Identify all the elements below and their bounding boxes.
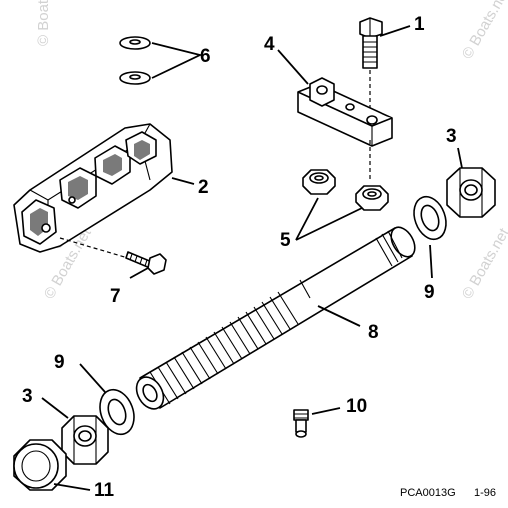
- callout-11: 11: [94, 480, 115, 501]
- callout-labels: 1 2 3 3 4 5 6 7 8 9 9 10 11: [22, 14, 457, 501]
- washer-6-top: [119, 36, 151, 50]
- nut-5-left: [302, 169, 336, 195]
- callout-1: 1: [414, 14, 425, 35]
- fitting-10: [293, 409, 309, 438]
- watermark-mid-right: © Boats.net: [459, 225, 508, 302]
- rod-threads-far: [375, 230, 403, 267]
- nut-3-right: [446, 167, 496, 218]
- reference-date: 1-96: [474, 487, 496, 499]
- callout-7: 7: [110, 286, 121, 307]
- callout-4: 4: [264, 34, 275, 55]
- callout-10: 10: [346, 396, 367, 417]
- callout-5: 5: [280, 230, 291, 251]
- callout-3-right: 3: [446, 126, 457, 147]
- callout-3-left: 3: [22, 386, 33, 407]
- callout-8: 8: [368, 322, 379, 343]
- callout-2: 2: [198, 177, 209, 198]
- reference-code: PCA0013G: [400, 487, 456, 499]
- nut-5-right: [355, 185, 389, 211]
- bracket-4: [297, 77, 393, 180]
- callout-9-left: 9: [54, 352, 65, 373]
- washer-9-left: [99, 388, 135, 436]
- reference-block: PCA0013G 1-96: [400, 487, 496, 499]
- leader-lines: [41, 25, 463, 491]
- callout-6: 6: [200, 46, 211, 67]
- callout-9-right: 9: [424, 282, 435, 303]
- screw-7: [125, 251, 167, 275]
- watermark-top-left: © Boats.net: [35, 0, 52, 46]
- threaded-rod-8: [135, 226, 416, 410]
- cap-nut-11: [13, 439, 67, 491]
- washer-9-right: [413, 195, 447, 241]
- washer-6-bottom: [119, 71, 151, 85]
- housing-2: [13, 123, 173, 259]
- watermark-top-right: © Boats.net: [459, 0, 508, 62]
- bolt-1: [359, 17, 383, 118]
- nut-3-left: [61, 415, 109, 465]
